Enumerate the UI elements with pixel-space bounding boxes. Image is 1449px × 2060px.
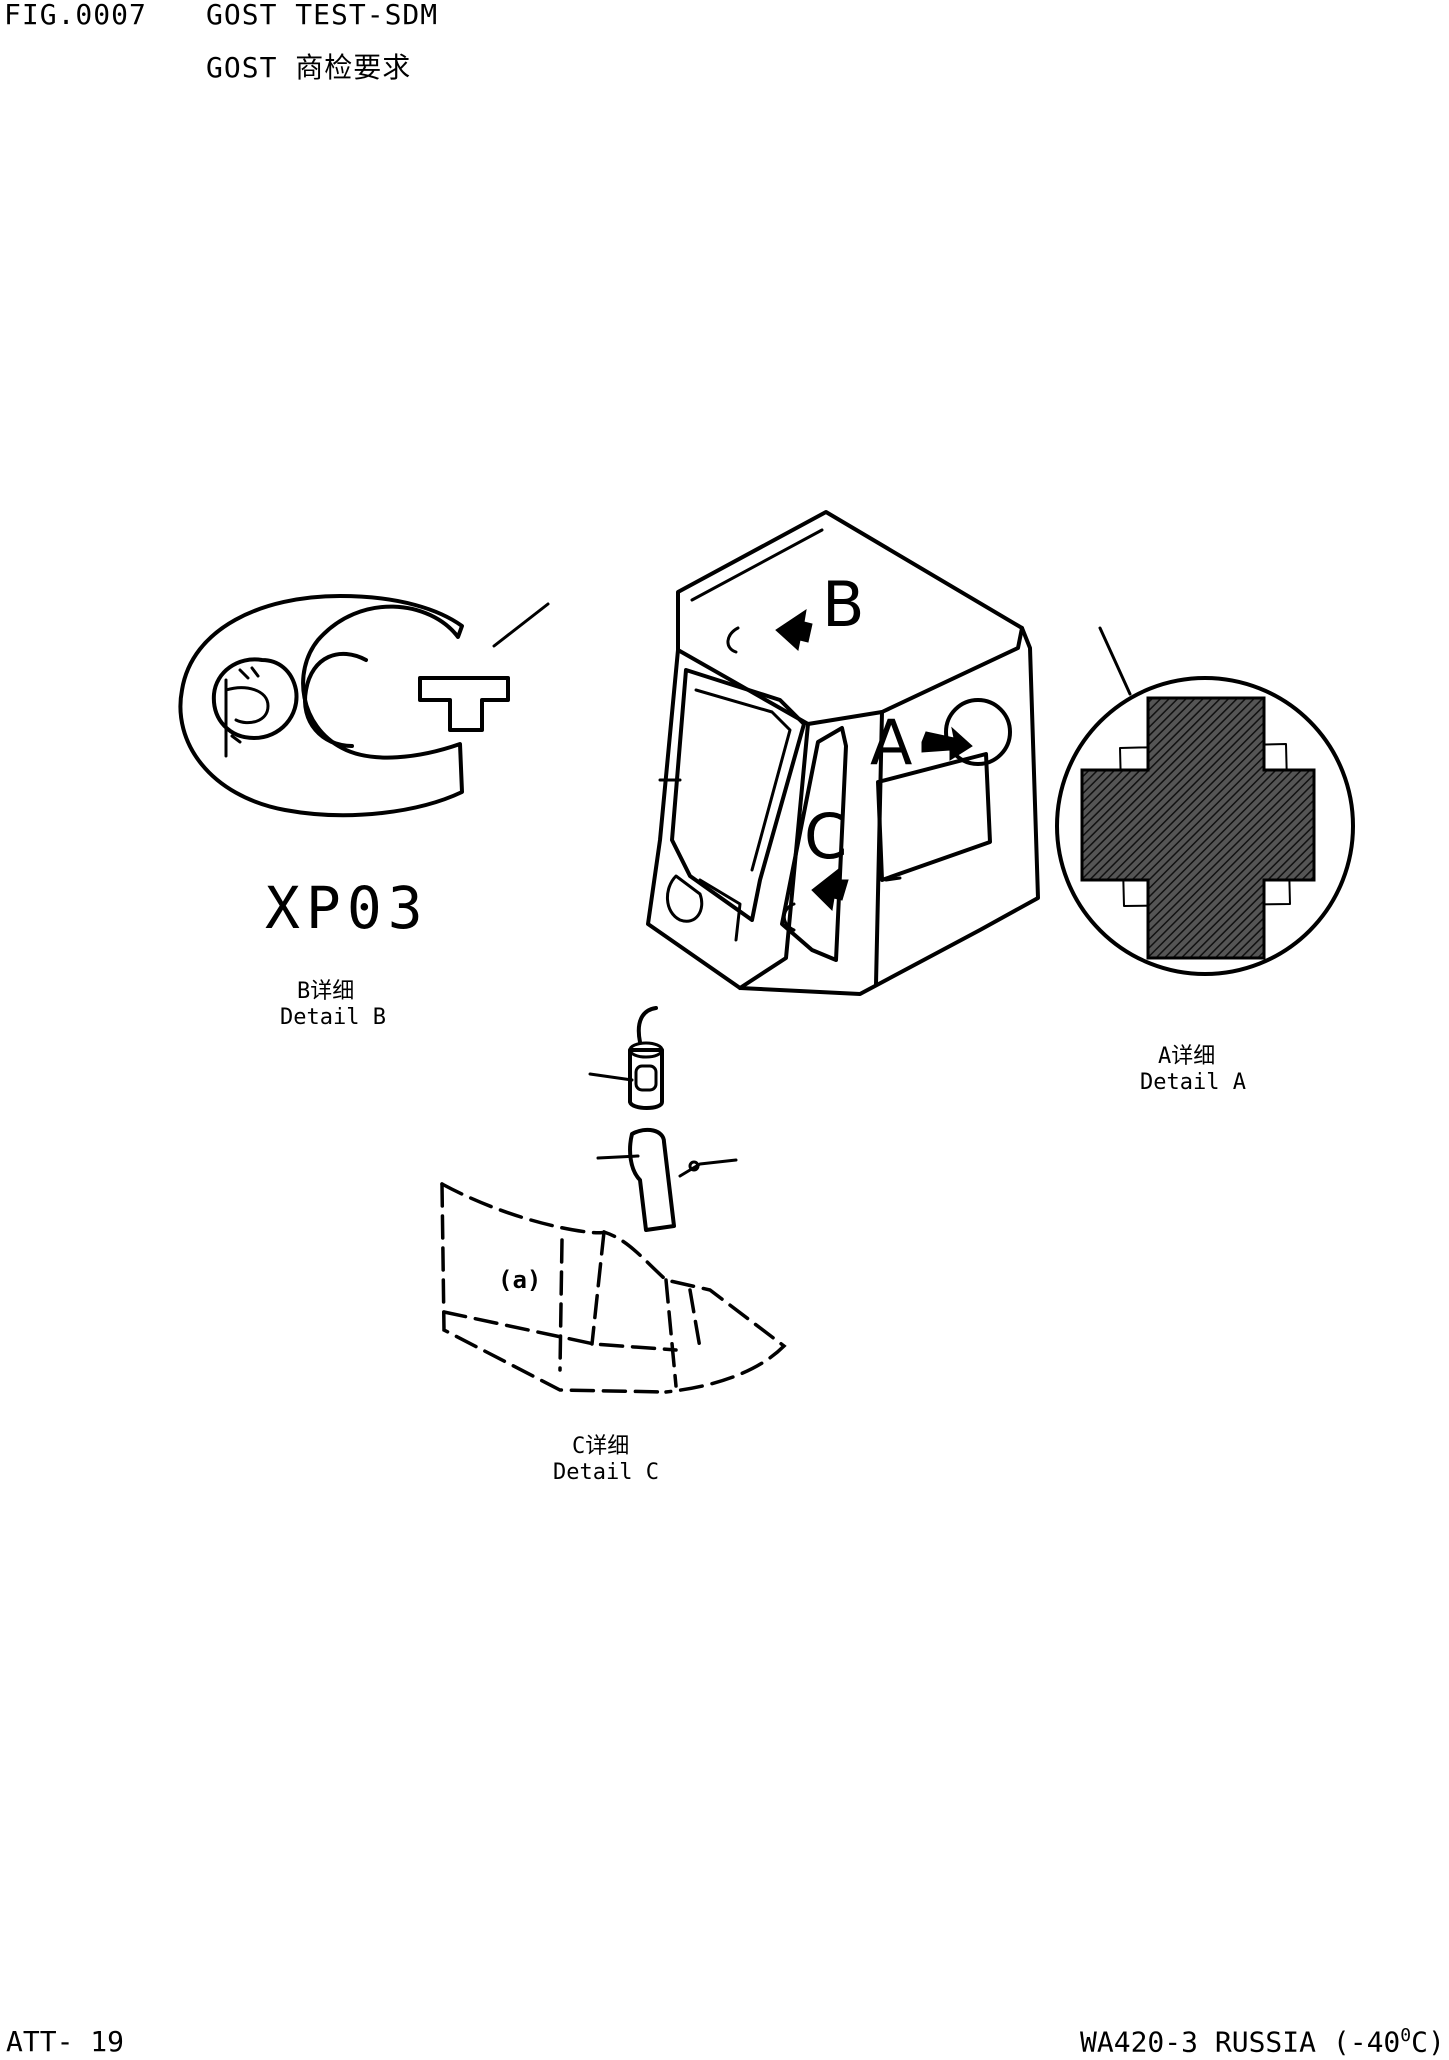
cab-callout-a: A [870,706,912,779]
detail-c-extinguisher [440,1006,787,1394]
detail-a-label-en: Detail A [1140,1070,1246,1095]
cab-callout-c: C [804,800,847,873]
detail-c-label-en: Detail C [553,1460,659,1485]
detail-b-mark-code: XP03 [265,874,429,942]
detail-a-label-cn: A详细 [1158,1044,1216,1069]
detail-c-label-cn: C详细 [572,1434,630,1459]
figure-title-cn: GOST 商检要求 [206,51,412,84]
degree-superscript: 0 [1400,2025,1412,2046]
operator-cab [646,510,1040,996]
detail-b-label-cn: B详细 [297,979,355,1004]
cab-callout-b: B [822,568,865,641]
model-text: WA420-3 RUSSIA (-40 [1080,2025,1401,2059]
page-number: ATT- 19 [6,2025,125,2058]
detail-a-cross-emblem [1055,626,1355,976]
gost-certification-mark [178,594,550,818]
figure-number: FIG.0007 [4,0,147,31]
detail-c-tag: (a) [498,1266,541,1294]
detail-b-label-en: Detail B [280,1005,386,1030]
model-unit: C) [1411,2025,1445,2059]
model-designation: WA420-3 RUSSIA (-400C) [1080,2025,1445,2058]
figure-title: GOST TEST-SDM [206,0,439,31]
